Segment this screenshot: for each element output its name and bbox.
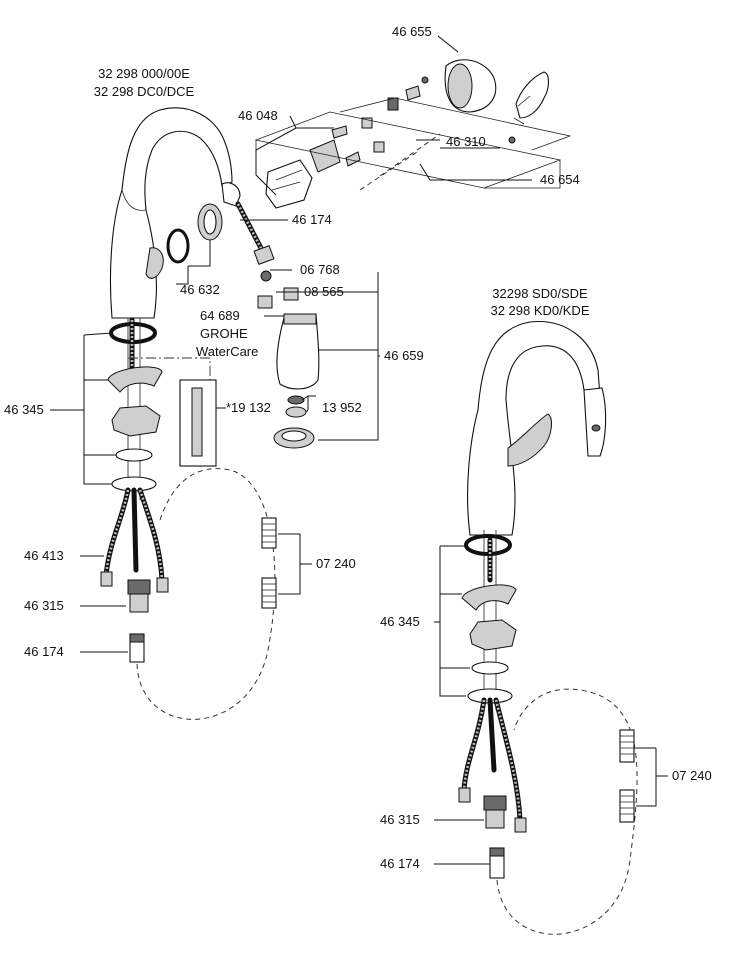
left-horseshoe-spacer — [107, 366, 163, 393]
left-loop-hose — [136, 468, 276, 720]
label-46315-left: 46 315 — [24, 598, 64, 613]
label-watercare: WaterCare — [196, 344, 258, 359]
label-46654: 46 654 — [540, 172, 580, 187]
left-check-valve — [127, 579, 151, 595]
leader-lines — [50, 35, 668, 865]
label-07240-right: 07 240 — [672, 768, 712, 783]
label-46345-right: 46 345 — [380, 614, 420, 629]
label-46413: 46 413 — [24, 548, 64, 563]
label-46174-right: 46 174 — [380, 856, 420, 871]
model-label-r2: 32 298 KD0/KDE — [490, 303, 589, 318]
label-46345-left: 46 345 — [4, 402, 44, 417]
label-06768: 06 768 — [300, 262, 340, 277]
label-13952: 13 952 — [322, 400, 362, 415]
label-46310: 46 310 — [446, 134, 486, 149]
right-faucet-body — [467, 320, 603, 536]
model-label-tl2: 32 298 DC0/DCE — [94, 84, 195, 99]
label-64689: 64 689 — [200, 308, 240, 323]
model-label-r1: 32298 SD0/SDE — [492, 286, 588, 301]
right-faucet-assembly — [458, 320, 638, 935]
left-faucet-assembly — [100, 107, 276, 720]
label-08565: 08 565 — [304, 284, 344, 299]
right-lever — [507, 413, 552, 467]
lever-46654 — [515, 71, 550, 119]
left-lever — [145, 247, 164, 279]
left-07240-hoses — [261, 517, 277, 609]
label-46174-top: 46 174 — [292, 212, 332, 227]
label-46632: 46 632 — [180, 282, 220, 297]
cartridge-46048 — [265, 159, 313, 209]
spray-head-46659 — [276, 313, 320, 390]
label-46048: 46 048 — [238, 108, 278, 123]
left-faucet-body — [109, 107, 233, 319]
label-46315-right: 46 315 — [380, 812, 420, 827]
label-07240-left: 07 240 — [316, 556, 356, 571]
model-label-tl1: 32 298 000/00E — [98, 66, 190, 81]
label-46174-left: 46 174 — [24, 644, 64, 659]
label-19132: *19 132 — [226, 400, 271, 415]
spray-head-parts — [257, 270, 320, 449]
label-46659: 46 659 — [384, 348, 424, 363]
label-grohe: GROHE — [200, 326, 248, 341]
part-labels: 32 298 000/00E 32 298 DC0/DCE 32298 SD0/… — [4, 24, 712, 871]
label-46655: 46 655 — [392, 24, 432, 39]
handle-exploded-parts — [166, 59, 572, 264]
left-mounting-nut — [111, 405, 161, 437]
